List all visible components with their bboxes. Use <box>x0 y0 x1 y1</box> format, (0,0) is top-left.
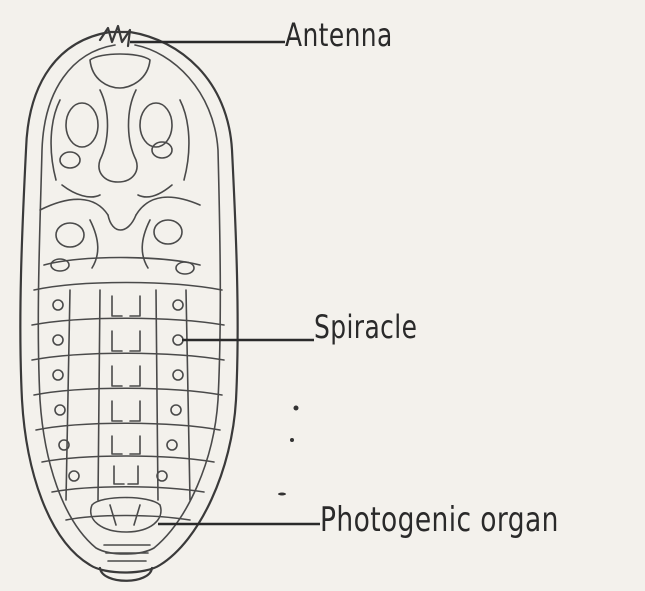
ink-speck <box>294 406 299 411</box>
photogenic-organ-label: Photogenic organ <box>320 500 559 540</box>
ink-speck <box>278 493 286 496</box>
antenna-label: Antenna <box>285 16 393 54</box>
spiracle-label: Spiracle <box>314 308 417 346</box>
head-front <box>90 54 150 88</box>
ink-speck <box>290 438 294 442</box>
head-thorax <box>40 90 200 274</box>
antenna-tuft <box>100 26 130 46</box>
